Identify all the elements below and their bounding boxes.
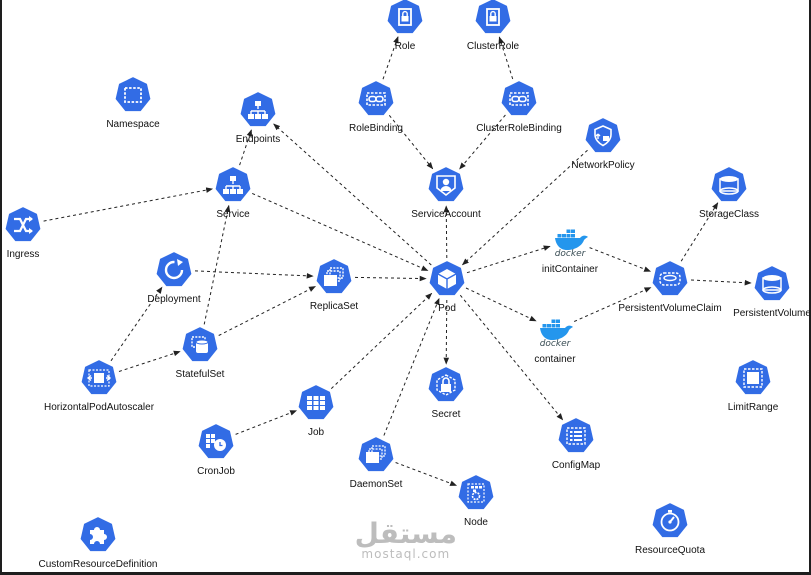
node-label-node: Node (464, 517, 488, 528)
edge-pod-to-initcontainer (466, 245, 551, 274)
configmap-icon (557, 417, 595, 454)
docker-wordmark: docker (539, 339, 571, 349)
edge-pod-to-container (465, 287, 537, 322)
clusterrolebinding-icon (500, 80, 538, 117)
edge-daemonset-to-node (395, 462, 458, 486)
edge-ingress-to-service (43, 187, 214, 222)
node-label-clusterrolebinding: ClusterRoleBinding (476, 123, 562, 134)
ingress-icon (4, 206, 42, 243)
node-label-container: container (534, 354, 576, 365)
edge-container-to-pvc (573, 287, 652, 322)
storageclass-icon (710, 166, 748, 203)
watermark-arabic: مستقل (354, 517, 457, 550)
networkpolicy-icon (584, 117, 622, 154)
limitrange-icon (734, 359, 772, 396)
job-icon (297, 384, 335, 421)
edge-pod-to-endpoints (273, 123, 432, 266)
node-label-pv: PersistentVolume (733, 308, 809, 319)
edge-job-to-pod (330, 292, 433, 389)
edge-rolebinding-to-role (382, 36, 399, 80)
node-label-hpa: HorizontalPodAutoscaler (43, 402, 155, 413)
edge-pod-to-serviceaccount (443, 205, 450, 259)
node-label-pod: Pod (438, 303, 456, 314)
docker-wordmark: docker (554, 249, 586, 259)
node-label-clusterrole: ClusterRole (466, 41, 520, 52)
node-label-networkpolicy: NetworkPolicy (571, 160, 635, 171)
edge-hpa-to-deployment (110, 286, 163, 362)
node-label-namespace: Namespace (106, 119, 160, 130)
node-label-pvc: PersistentVolumeClaim (618, 303, 722, 314)
edge-replicaset-to-pod (354, 275, 427, 282)
pvc-icon (651, 260, 689, 297)
node-label-job: Job (307, 427, 325, 438)
node-label-daemonset: DaemonSet (349, 479, 403, 490)
edge-deployment-to-replicaset (194, 270, 314, 279)
node-label-role: Role (394, 41, 416, 52)
edge-pod-to-configmap (459, 294, 564, 421)
secret-icon (427, 366, 465, 403)
role-icon (386, 0, 424, 35)
node-label-statefulset: StatefulSet (175, 369, 225, 380)
pv-icon (753, 265, 791, 302)
node-label-rolebinding: RoleBinding (349, 123, 403, 134)
edge-service-to-endpoints (239, 129, 253, 166)
edge-statefulset-to-service (203, 204, 231, 325)
replicaset-icon (315, 258, 353, 295)
edge-initcontainer-to-pvc (589, 247, 652, 272)
namespace-icon (114, 76, 152, 113)
docker-icon (540, 319, 573, 340)
edge-statefulset-to-replicaset (218, 286, 316, 336)
serviceaccount-icon (427, 166, 465, 203)
resourcequota-icon (651, 502, 689, 539)
edge-service-to-pod (251, 192, 429, 272)
edge-networkpolicy-to-pod (461, 149, 588, 266)
watermark-latin: mostaql.com (361, 547, 451, 561)
node-label-serviceaccount: ServiceAccount (411, 209, 481, 220)
endpoints-icon (239, 91, 277, 128)
node-label-replicaset: ReplicaSet (309, 301, 359, 312)
node-label-crd: CustomResourceDefinition (38, 559, 158, 570)
node-label-cronjob: CronJob (197, 466, 235, 477)
node-label-ingress: Ingress (6, 249, 40, 260)
edge-pvc-to-pv (690, 279, 752, 286)
docker-icon (555, 229, 588, 250)
edge-cronjob-to-job (235, 410, 298, 435)
node-label-initcontainer: initContainer (541, 264, 599, 275)
edge-hpa-to-statefulset (118, 350, 181, 372)
clusterrole-icon (474, 0, 512, 35)
crd-icon (79, 516, 117, 553)
node-icon (457, 474, 495, 511)
edge-pod-to-secret (443, 299, 450, 365)
node-label-secret: Secret (431, 409, 461, 420)
node-label-storageclass: StorageClass (698, 209, 760, 220)
edge-daemonset-to-pod (383, 297, 440, 436)
node-label-configmap: ConfigMap (551, 460, 601, 471)
statefulset-icon (181, 326, 219, 363)
node-label-service: Service (216, 209, 250, 220)
service-icon (214, 166, 252, 203)
node-label-limitrange: LimitRange (727, 402, 779, 413)
rolebinding-icon (357, 80, 395, 117)
hpa-icon (80, 359, 118, 396)
node-label-resourcequota: ResourceQuota (634, 545, 706, 556)
deployment-icon (155, 251, 193, 288)
pod-icon (428, 260, 466, 297)
watermark: مستقل mostaql.com (354, 517, 457, 561)
node-label-deployment: Deployment (147, 294, 201, 305)
node-label-endpoints: Endpoints (235, 134, 281, 145)
cronjob-icon (197, 423, 235, 460)
edge-clusterrolebinding-to-clusterrole (498, 36, 514, 80)
daemonset-icon (357, 436, 395, 473)
